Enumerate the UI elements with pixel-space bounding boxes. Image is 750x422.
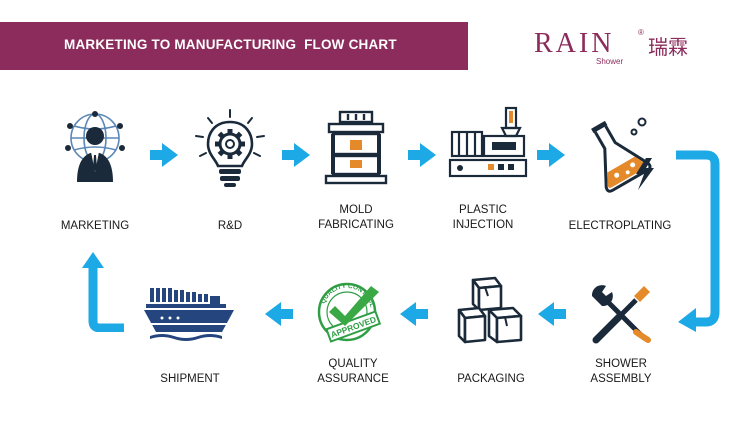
step-packaging bbox=[455, 276, 527, 348]
arrow-uturn-right bbox=[676, 150, 720, 332]
lightbulb-gear-icon bbox=[195, 109, 265, 187]
flask-lightning-icon bbox=[591, 117, 654, 193]
arrow-left-2 bbox=[400, 302, 428, 326]
injection-machine-icon bbox=[448, 106, 528, 178]
arrow-left-3 bbox=[265, 302, 293, 326]
header-banner: MARKETING TO MANUFACTURING FLOW CHART bbox=[0, 22, 468, 70]
step-label-packaging: PACKAGING bbox=[457, 373, 525, 385]
step-electroplating bbox=[582, 116, 660, 194]
mold-press-icon bbox=[324, 110, 388, 185]
step-assembly bbox=[590, 284, 652, 344]
arrow-uturn-left bbox=[82, 252, 124, 332]
quality-approved-stamp-icon: QUALITY CONTROL APPROVED bbox=[317, 282, 382, 343]
step-label-electroplating: ELECTROPLATING bbox=[568, 220, 672, 232]
boxes-icon bbox=[457, 276, 523, 344]
arrow-right-2 bbox=[282, 143, 310, 167]
arrow-right-3 bbox=[408, 143, 436, 167]
logo-subtitle: Shower bbox=[596, 57, 624, 66]
step-quality: QUALITY CONTROL APPROVED bbox=[313, 280, 391, 343]
step-label-shipment: SHIPMENT bbox=[160, 373, 220, 385]
wrench-screwdriver-icon bbox=[591, 285, 651, 344]
step-label-mold: MOLD FABRICATING bbox=[318, 204, 394, 231]
step-label-injection: PLASTIC INJECTION bbox=[452, 204, 514, 231]
logo-chinese-text: 瑞霖 bbox=[648, 35, 688, 59]
marketing-globe-person-icon bbox=[65, 111, 125, 182]
step-marketing bbox=[60, 110, 130, 190]
arrow-left-1 bbox=[538, 302, 566, 326]
logo-registered-mark: ® bbox=[638, 28, 644, 37]
step-shipment bbox=[142, 284, 238, 344]
brand-logo: RAIN ® 瑞霖 Shower bbox=[534, 26, 724, 66]
logo-brand-text: RAIN bbox=[534, 28, 615, 59]
step-mold bbox=[323, 110, 389, 185]
arrow-right-4 bbox=[537, 143, 565, 167]
cargo-ship-icon bbox=[144, 288, 234, 341]
step-injection bbox=[448, 106, 528, 181]
arrow-right-1 bbox=[150, 143, 178, 167]
page-title: MARKETING TO MANUFACTURING FLOW CHART bbox=[64, 37, 397, 52]
step-rnd bbox=[190, 108, 270, 193]
step-label-quality: QUALITY ASSURANCE bbox=[317, 358, 389, 385]
step-label-marketing: MARKETING bbox=[60, 220, 130, 232]
step-label-assembly: SHOWER ASSEMBLY bbox=[590, 358, 652, 385]
step-label-rnd: R&D bbox=[217, 220, 243, 232]
